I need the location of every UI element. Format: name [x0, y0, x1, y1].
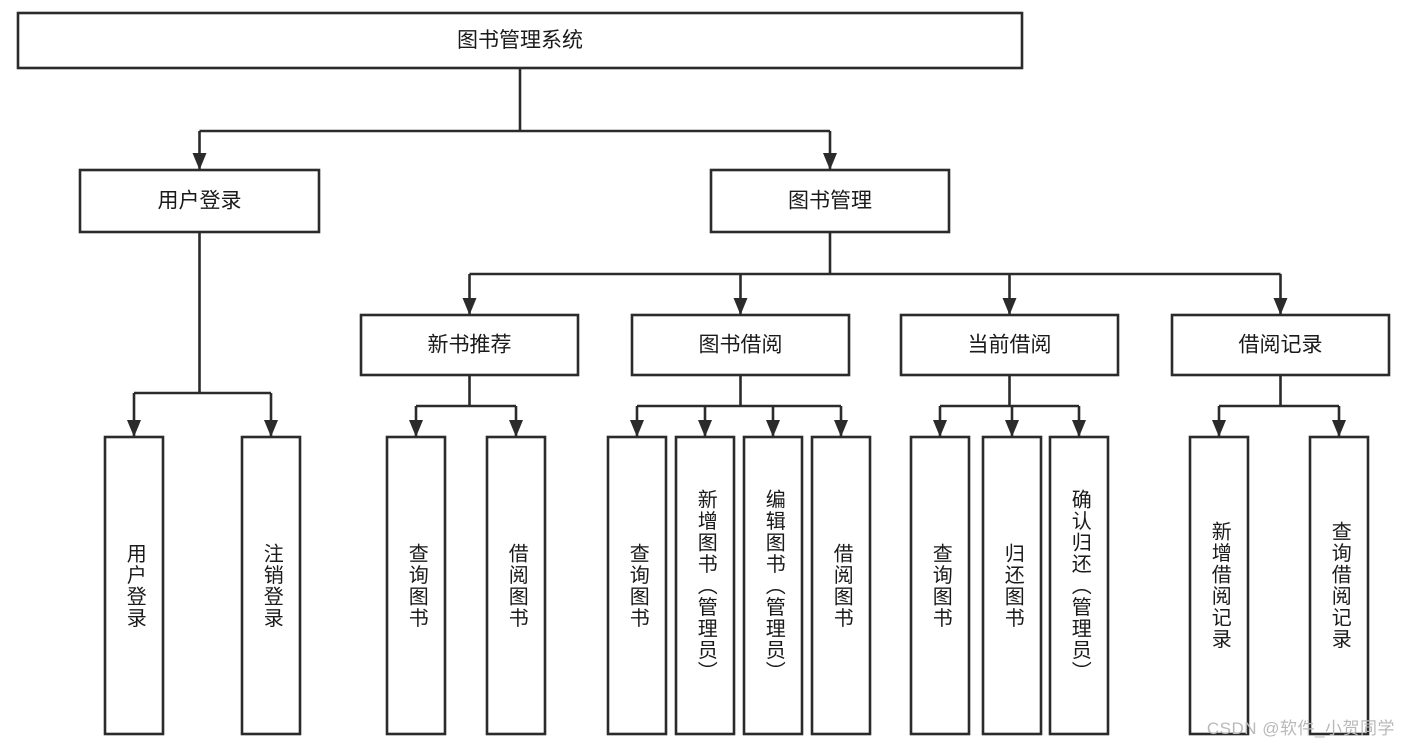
node-label-图书管理: 图书管理: [788, 190, 872, 213]
arrow-head-new-book-0: [409, 420, 423, 437]
node-label-新书推荐: 新书推荐: [428, 334, 512, 357]
node-box-leaf-查询借阅记录[interactable]: [1308, 435, 1370, 736]
node-box-leaf-确认归还管理员[interactable]: [1048, 435, 1110, 736]
node-box-leaf-用户登录[interactable]: [103, 435, 165, 736]
arrow-head-user-login-1: [264, 420, 278, 437]
node-box-leaf-注销登录[interactable]: [240, 435, 302, 736]
node-box-level3-新书推荐[interactable]: [359, 313, 580, 377]
node-box-leaf-编辑图书管理员[interactable]: [742, 435, 804, 736]
node-box-leaf-查询图书[interactable]: [909, 435, 971, 736]
arrow-head-book-borrow-1: [698, 420, 712, 437]
node-label-图书借阅: 图书借阅: [699, 334, 783, 357]
node-box-leaf-借阅图书[interactable]: [485, 435, 547, 736]
arrow-head-book-borrow-2: [766, 420, 780, 437]
arrow-head-new-book-1: [509, 420, 523, 437]
arrow-head-current-borrow-2: [1072, 420, 1086, 437]
arrow-head-book-mgmt-0: [462, 298, 477, 315]
node-box-leaf-查询图书[interactable]: [606, 435, 668, 736]
node-box-level3-当前借阅[interactable]: [899, 313, 1120, 377]
boxes-layer: [16, 11, 1391, 736]
node-box-level3-借阅记录[interactable]: [1170, 313, 1391, 377]
arrow-head-book-borrow-0: [630, 420, 644, 437]
node-box-level3-图书借阅[interactable]: [630, 313, 851, 377]
arrow-head-user-login-0: [127, 420, 141, 437]
node-box-level2-用户登录[interactable]: [78, 168, 321, 234]
arrow-head-root-0: [192, 153, 207, 170]
connectors-layer: [127, 68, 1346, 437]
node-box-leaf-借阅图书[interactable]: [810, 435, 872, 736]
watermark-text: CSDN @软件_小贺同学: [1206, 719, 1395, 738]
node-label-当前借阅: 当前借阅: [968, 334, 1052, 357]
node-box-leaf-新增图书管理员[interactable]: [674, 435, 736, 736]
arrow-head-book-borrow-3: [834, 420, 848, 437]
node-box-root-图书管理系统[interactable]: [16, 11, 1024, 70]
node-label-图书管理系统: 图书管理系统: [457, 29, 583, 52]
node-box-leaf-归还图书[interactable]: [981, 435, 1043, 736]
arrow-head-book-mgmt-2: [1002, 298, 1017, 315]
arrow-head-current-borrow-1: [1005, 420, 1019, 437]
node-box-leaf-新增借阅记录[interactable]: [1188, 435, 1250, 736]
node-box-level2-图书管理[interactable]: [709, 168, 951, 234]
arrow-head-root-1: [823, 153, 837, 170]
arrow-head-book-mgmt-3: [1273, 298, 1288, 315]
arrow-head-book-mgmt-1: [733, 298, 748, 315]
arrow-head-current-borrow-0: [933, 420, 947, 437]
node-box-leaf-查询图书[interactable]: [385, 435, 447, 736]
arrow-head-borrow-record-1: [1332, 420, 1346, 437]
arrow-head-borrow-record-0: [1212, 420, 1226, 437]
node-label-用户登录: 用户登录: [158, 190, 242, 213]
node-label-借阅记录: 借阅记录: [1239, 334, 1323, 357]
